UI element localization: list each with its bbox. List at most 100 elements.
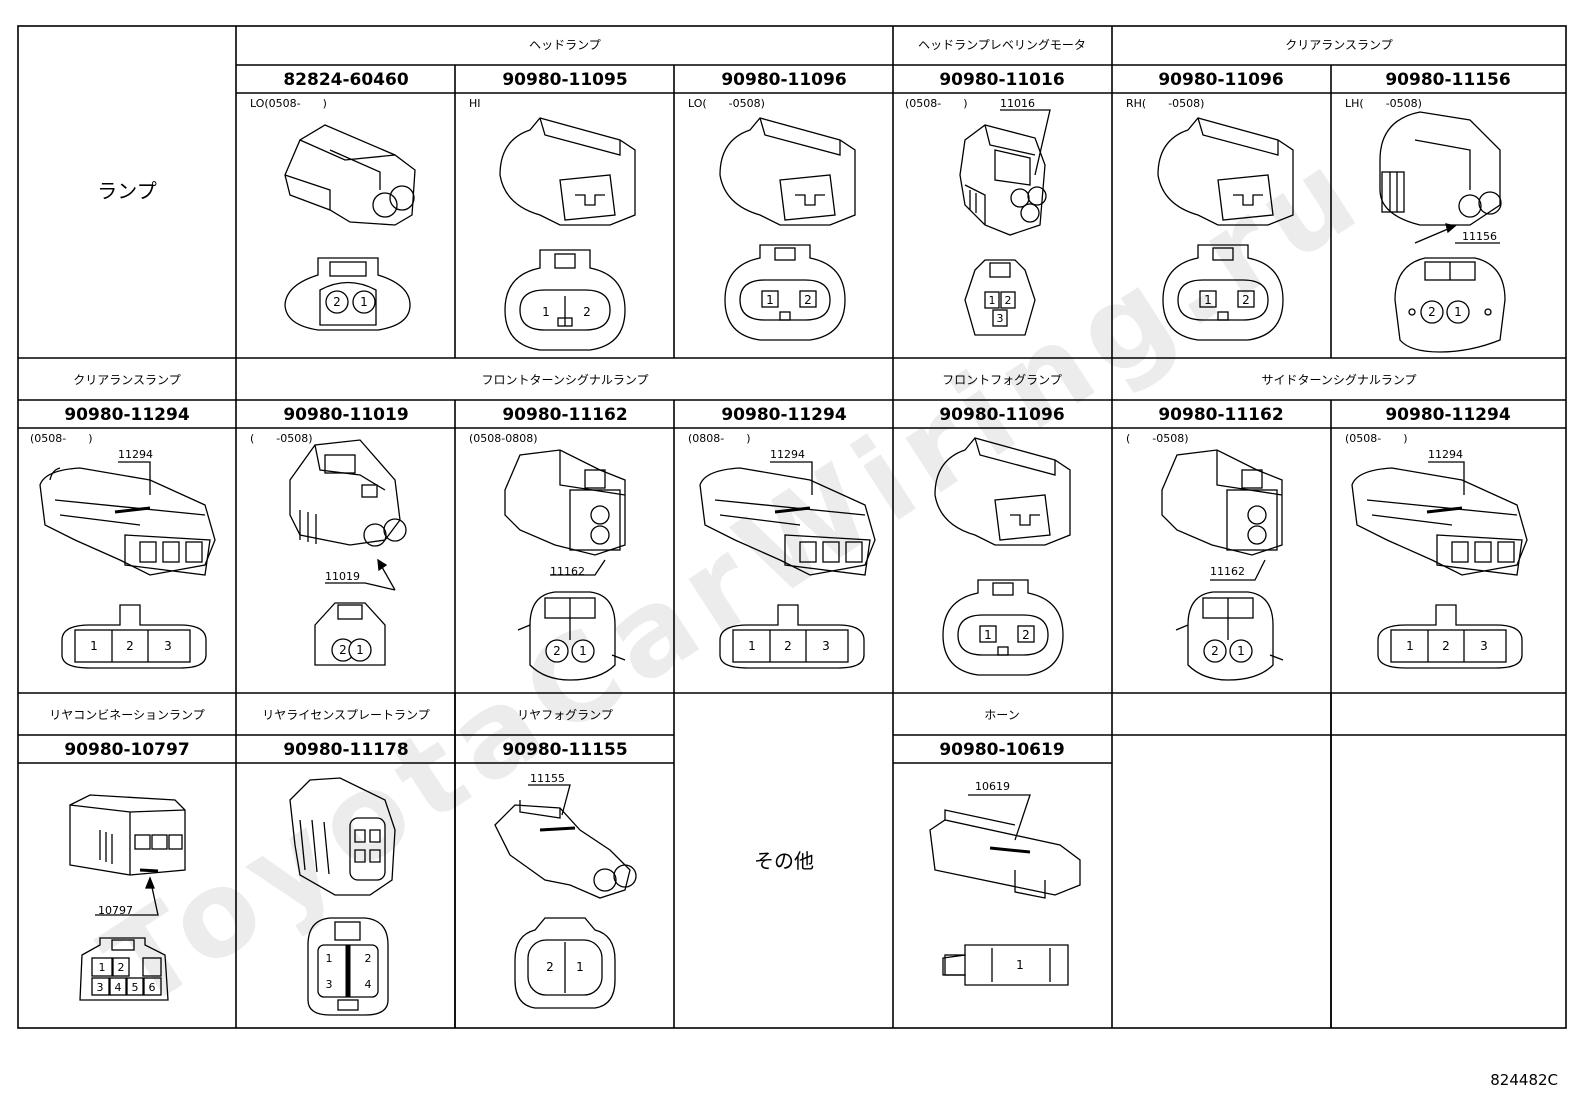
connector-drawing-82824-60460 [284, 124, 416, 331]
pin-number: 2 [1242, 293, 1250, 307]
pin-number: 3 [1480, 639, 1488, 653]
connector-tag: 11155 [530, 772, 565, 785]
connector-tag: 11294 [1428, 448, 1463, 461]
group-rear-license-plate-lamp: リヤライセンスプレートランプ [262, 708, 429, 722]
pin-number: 2 [1005, 294, 1012, 307]
date-range: LH( -0508) [1345, 97, 1422, 110]
group-horn: ホーン [984, 708, 1019, 722]
pin-number: 2 [339, 643, 347, 657]
date-range: (0808- ) [688, 432, 751, 445]
part-number: 90980-11096 [939, 405, 1064, 425]
part-number: 90980-11294 [721, 405, 847, 425]
connector-tag: 10797 [98, 904, 133, 917]
pin-number: 1 [99, 961, 106, 974]
connector-drawing-90980-11162 [504, 449, 626, 681]
connector-tag: 10619 [975, 780, 1010, 793]
pin-number: 1 [576, 960, 584, 974]
date-range: (0508- ) [905, 97, 968, 110]
date-range: LO(0508- ) [250, 97, 327, 110]
part-number: 90980-11095 [502, 70, 627, 90]
pin-number: 3 [164, 639, 172, 653]
part-number: 82824-60460 [283, 70, 409, 90]
pin-number: 2 [333, 295, 341, 309]
pin-number: 2 [126, 639, 134, 653]
part-number: 90980-11019 [283, 405, 408, 425]
pin-number: 3 [822, 639, 830, 653]
pin-number: 1 [579, 644, 587, 658]
pin-number: 5 [132, 981, 139, 994]
connector-drawing-90980-11096 [719, 117, 856, 341]
connector-drawing-90980-11096-rh [1157, 117, 1294, 341]
pin-number: 2 [784, 639, 792, 653]
pin-number: 1 [542, 305, 550, 319]
group-clearance-lamp: クリアランスランプ [1285, 38, 1392, 52]
pin-number: 1 [1016, 958, 1024, 972]
pin-number: 1 [766, 293, 774, 307]
date-range: (0508- ) [30, 432, 93, 445]
pin-number: 1 [90, 639, 98, 653]
part-number: 90980-11294 [1385, 405, 1511, 425]
group-side-turn-signal: サイドターンシグナルランプ [1261, 373, 1416, 387]
part-number: 90980-11016 [939, 70, 1064, 90]
pin-number: 1 [360, 295, 368, 309]
pin-number: 1 [989, 294, 996, 307]
part-number: 90980-11162 [502, 405, 627, 425]
part-number: 90980-10797 [64, 740, 189, 760]
connector-drawing-90980-11294 [39, 461, 216, 669]
part-number: 90980-11096 [1158, 70, 1283, 90]
group-headlamp-leveling-motor: ヘッドランプレベリングモータ [918, 38, 1086, 52]
date-range: (0508- ) [1345, 432, 1408, 445]
date-range: RH( -0508) [1126, 97, 1204, 110]
pin-number: 2 [1211, 644, 1219, 658]
pin-number: 2 [546, 960, 554, 974]
connector-tag: 11294 [770, 448, 805, 461]
pin-number: 4 [115, 981, 122, 994]
pin-number: 2 [1022, 628, 1030, 642]
pin-number: 3 [997, 312, 1004, 325]
pin-number: 1 [1454, 305, 1462, 319]
date-range: LO( -0508) [688, 97, 765, 110]
date-range: ( -0508) [250, 432, 313, 445]
pin-number: 2 [118, 961, 125, 974]
pin-number: 2 [1442, 639, 1450, 653]
connector-tag: 11162 [550, 565, 585, 578]
part-number: 90980-10619 [939, 740, 1064, 760]
connector-tag: 11162 [1210, 565, 1245, 578]
connector-drawing-90980-10619 [929, 794, 1081, 986]
pin-number: 3 [326, 978, 333, 991]
part-number: 90980-11156 [1385, 70, 1510, 90]
group-clearance-lamp: クリアランスランプ [73, 373, 180, 387]
pin-number: 2 [1428, 305, 1436, 319]
pin-number: 1 [1406, 639, 1414, 653]
pin-number: 4 [365, 978, 372, 991]
part-number: 90980-11178 [283, 740, 408, 760]
part-number: 90980-11096 [721, 70, 846, 90]
table-grid [17, 25, 1567, 1029]
connector-tag: 11156 [1462, 230, 1497, 243]
connector-drawing-90980-11155 [494, 784, 637, 1009]
date-range: ( -0508) [1126, 432, 1189, 445]
connector-drawing-90980-11156 [1379, 111, 1506, 353]
figure-reference: 824482C [1490, 1071, 1558, 1089]
group-headlamp: ヘッドランプ [529, 38, 601, 52]
part-number: 90980-11155 [502, 740, 627, 760]
connector-tag: 11019 [325, 570, 360, 583]
connector-drawing-90980-10797 [69, 794, 186, 1001]
connector-drawing-90980-11162-side [1161, 449, 1284, 681]
connector-drawing-90980-11294-b [699, 461, 876, 669]
pin-number: 1 [1237, 644, 1245, 658]
other-label: その他 [754, 849, 814, 873]
pin-number: 2 [583, 305, 591, 319]
pin-number: 1 [356, 643, 364, 657]
row-label-lamp: ランプ [97, 179, 156, 203]
connector-drawing-90980-11294-side [1351, 461, 1528, 669]
group-front-fog-lamp: フロントフォグランプ [942, 373, 1062, 387]
connector-drawing-90980-11019 [289, 439, 407, 666]
connector-drawing-90980-11178 [289, 777, 396, 1016]
pin-number: 6 [149, 981, 156, 994]
connector-drawing-90980-11016 [959, 109, 1051, 336]
group-rear-combination-lamp: リヤコンビネーションランプ [49, 708, 204, 722]
connector-drawing-90980-11095 [499, 117, 636, 351]
group-front-turn-signal: フロントターンシグナルランプ [481, 373, 648, 387]
